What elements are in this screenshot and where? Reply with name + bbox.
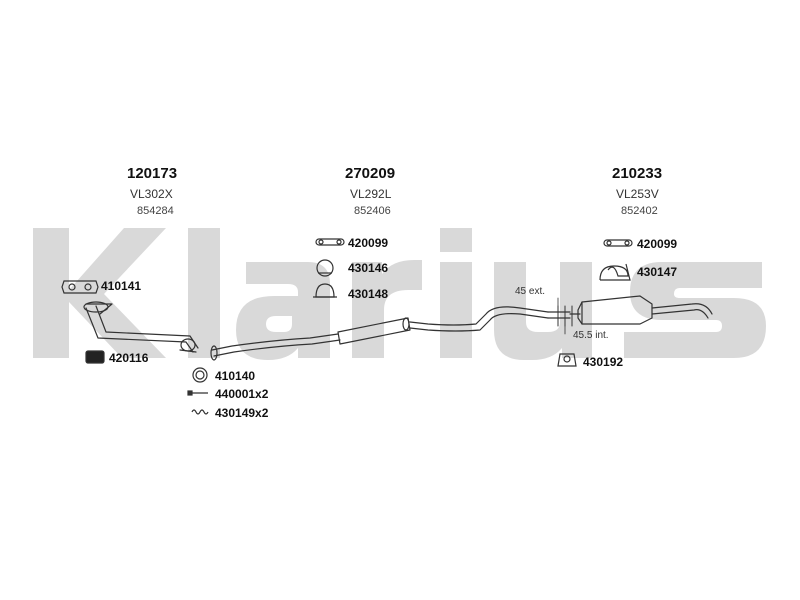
hanger-430147-icon (599, 263, 631, 281)
front-pipe[interactable] (83, 301, 199, 353)
part-label-430148: 430148 (348, 287, 389, 301)
rear-pipe[interactable] (547, 295, 713, 327)
spring-430149-icon (191, 409, 209, 415)
part-label-410140: 410140 (215, 369, 256, 383)
middle-pipe[interactable] (210, 306, 549, 361)
part-label-420099-mid: 420099 (348, 236, 389, 250)
section-3-ref-code: VL253V (616, 187, 659, 201)
part-label-410141: 410141 (101, 279, 142, 293)
part-label-430192: 430192 (583, 355, 624, 369)
part-label-420099-rear: 420099 (637, 237, 678, 251)
rubber-ring-420099-mid-icon (315, 238, 345, 246)
gasket-410141-icon (61, 280, 99, 294)
section-3-main-part: 210233 (612, 165, 663, 182)
note-ext-length: 45 ext. (515, 286, 546, 297)
section-1-oem-number: 854284 (137, 205, 174, 217)
mounting-rubber-420116-icon (85, 350, 105, 364)
section-1-main-part: 120173 (127, 165, 178, 182)
part-label-430147: 430147 (637, 265, 678, 279)
section-3-oem-number: 852402 (621, 205, 658, 217)
note-int-diameter: 45.5 int. (573, 330, 609, 341)
bolt-440001-icon (187, 390, 208, 396)
section-2-main-part: 270209 (345, 165, 396, 182)
clamp-430148-icon (313, 283, 337, 298)
rubber-ring-420099-rear-icon (603, 239, 633, 247)
ring-410140-icon (192, 367, 208, 383)
part-label-430146: 430146 (348, 261, 389, 275)
clamp-430146-icon (316, 259, 334, 277)
clamp-430192-icon (557, 353, 577, 367)
section-2-oem-number: 852406 (354, 205, 391, 217)
section-1-ref-code: VL302X (130, 187, 173, 201)
section-2-ref-code: VL292L (350, 187, 392, 201)
part-label-440001: 440001x2 (215, 387, 269, 401)
part-label-430149: 430149x2 (215, 406, 269, 420)
part-label-420116: 420116 (109, 351, 149, 365)
